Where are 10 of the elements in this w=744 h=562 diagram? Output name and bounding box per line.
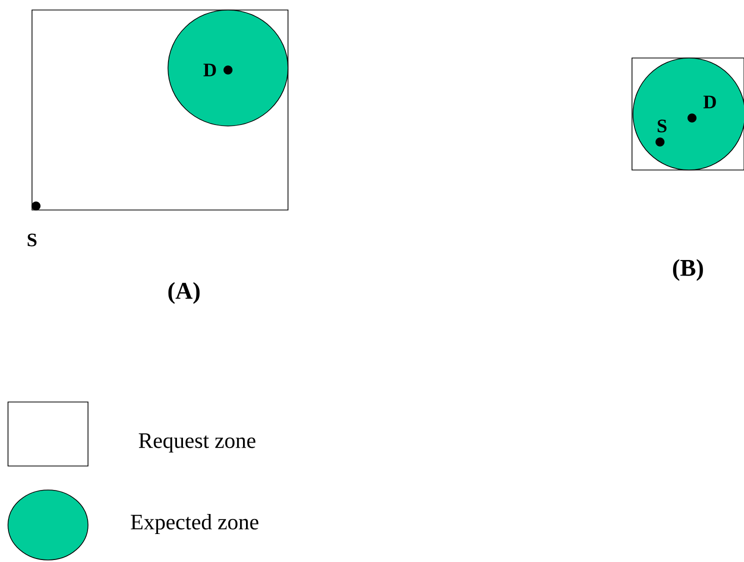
legend-label: Request zone xyxy=(138,433,256,453)
point-label: D xyxy=(703,96,716,108)
panel-label: (A) xyxy=(168,282,200,304)
point-label: S xyxy=(658,120,666,132)
request-zone-box xyxy=(32,10,288,210)
expected-zone-ellipse xyxy=(168,10,288,126)
panel-label: (B) xyxy=(673,259,703,281)
point-label: D xyxy=(203,64,216,76)
point-label: S xyxy=(28,234,36,246)
legend-label: Expected zone xyxy=(130,514,258,534)
